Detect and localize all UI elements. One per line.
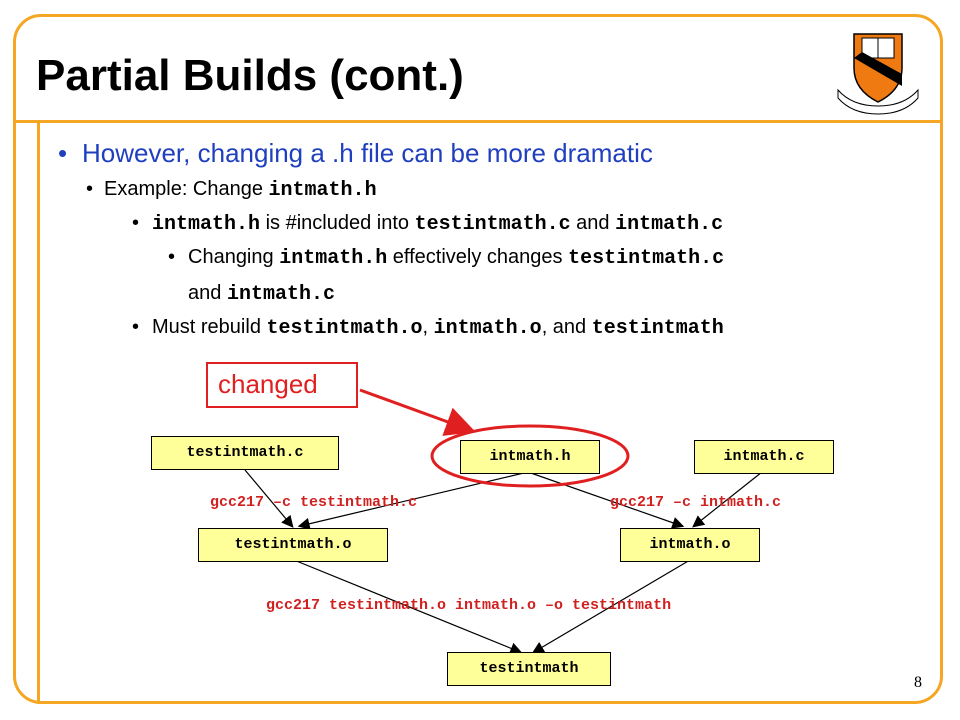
code-text: testintmath.c — [568, 247, 725, 270]
bullet-dot: • — [58, 138, 68, 168]
node-intmath-h: intmath.h — [460, 440, 600, 474]
bullet-text: , — [422, 316, 434, 338]
bullet-text: is #included into — [260, 212, 415, 234]
bullet-dot: • — [168, 246, 176, 268]
bullet-text: and — [188, 282, 227, 304]
changed-callout: changed — [206, 362, 358, 408]
bullet-text: Example: Change — [104, 178, 269, 200]
code-text: intmath.c — [226, 283, 335, 306]
code-text: intmath.h — [268, 179, 377, 202]
bullet-text: Changing — [188, 246, 280, 268]
command-compile-intmath: gcc217 –c intmath.c — [610, 494, 782, 511]
code-text: intmath.c — [615, 213, 724, 236]
node-testintmath-c: testintmath.c — [151, 436, 339, 470]
bullet-level4-continuation: and intmath.c — [188, 282, 335, 306]
node-intmath-o: intmath.o — [620, 528, 760, 562]
bullet-level2: • Example: Change intmath.h — [86, 178, 377, 202]
code-text: intmath.h — [279, 247, 388, 270]
node-testintmath-o: testintmath.o — [198, 528, 388, 562]
bullet-text: , and — [541, 316, 592, 338]
code-text: intmath.h — [152, 213, 261, 236]
bullet-text: and — [570, 212, 616, 234]
code-text: testintmath — [591, 317, 724, 340]
changed-pointer-arrow — [359, 388, 476, 436]
bullet-dot: • — [132, 316, 140, 338]
command-compile-testintmath: gcc217 –c testintmath.c — [210, 494, 418, 511]
changed-highlight-ellipse — [430, 424, 630, 488]
edge-intmath-o-to-exe — [531, 559, 691, 654]
node-testintmath: testintmath — [447, 652, 611, 686]
bullet-dot: • — [86, 178, 94, 200]
left-divider — [37, 120, 40, 704]
bullet-text: effectively changes — [387, 246, 569, 268]
slide-frame — [13, 14, 943, 704]
bullet-text: However, changing a .h file can be more … — [82, 138, 653, 168]
title-divider — [13, 120, 943, 123]
edge-intmath-h-to-intmath-o — [527, 471, 685, 529]
bullet-level3-includes: • intmath.h is #included into testintmat… — [132, 212, 724, 236]
command-link: gcc217 testintmath.o intmath.o –o testin… — [266, 597, 672, 614]
code-text: testintmath.o — [266, 317, 423, 340]
edge-testintmath-c-to-o — [244, 469, 294, 528]
node-intmath-c: intmath.c — [694, 440, 834, 474]
slide-title: Partial Builds (cont.) — [36, 51, 464, 100]
edge-testintmath-o-to-exe — [293, 559, 523, 654]
bullet-level3-rebuild: • Must rebuild testintmath.o, intmath.o,… — [132, 316, 724, 340]
page-number: 8 — [914, 674, 922, 691]
edge-intmath-h-to-testintmath-o — [297, 471, 529, 530]
bullet-dot: • — [132, 212, 140, 234]
code-text: testintmath.c — [414, 213, 571, 236]
bullet-text: Must rebuild — [152, 316, 267, 338]
bullet-level1: • However, changing a .h file can be mor… — [58, 138, 653, 169]
princeton-shield-logo — [837, 33, 919, 115]
edge-intmath-c-to-o — [692, 471, 763, 528]
bullet-level4: • Changing intmath.h effectively changes… — [168, 246, 724, 270]
code-text: intmath.o — [433, 317, 542, 340]
